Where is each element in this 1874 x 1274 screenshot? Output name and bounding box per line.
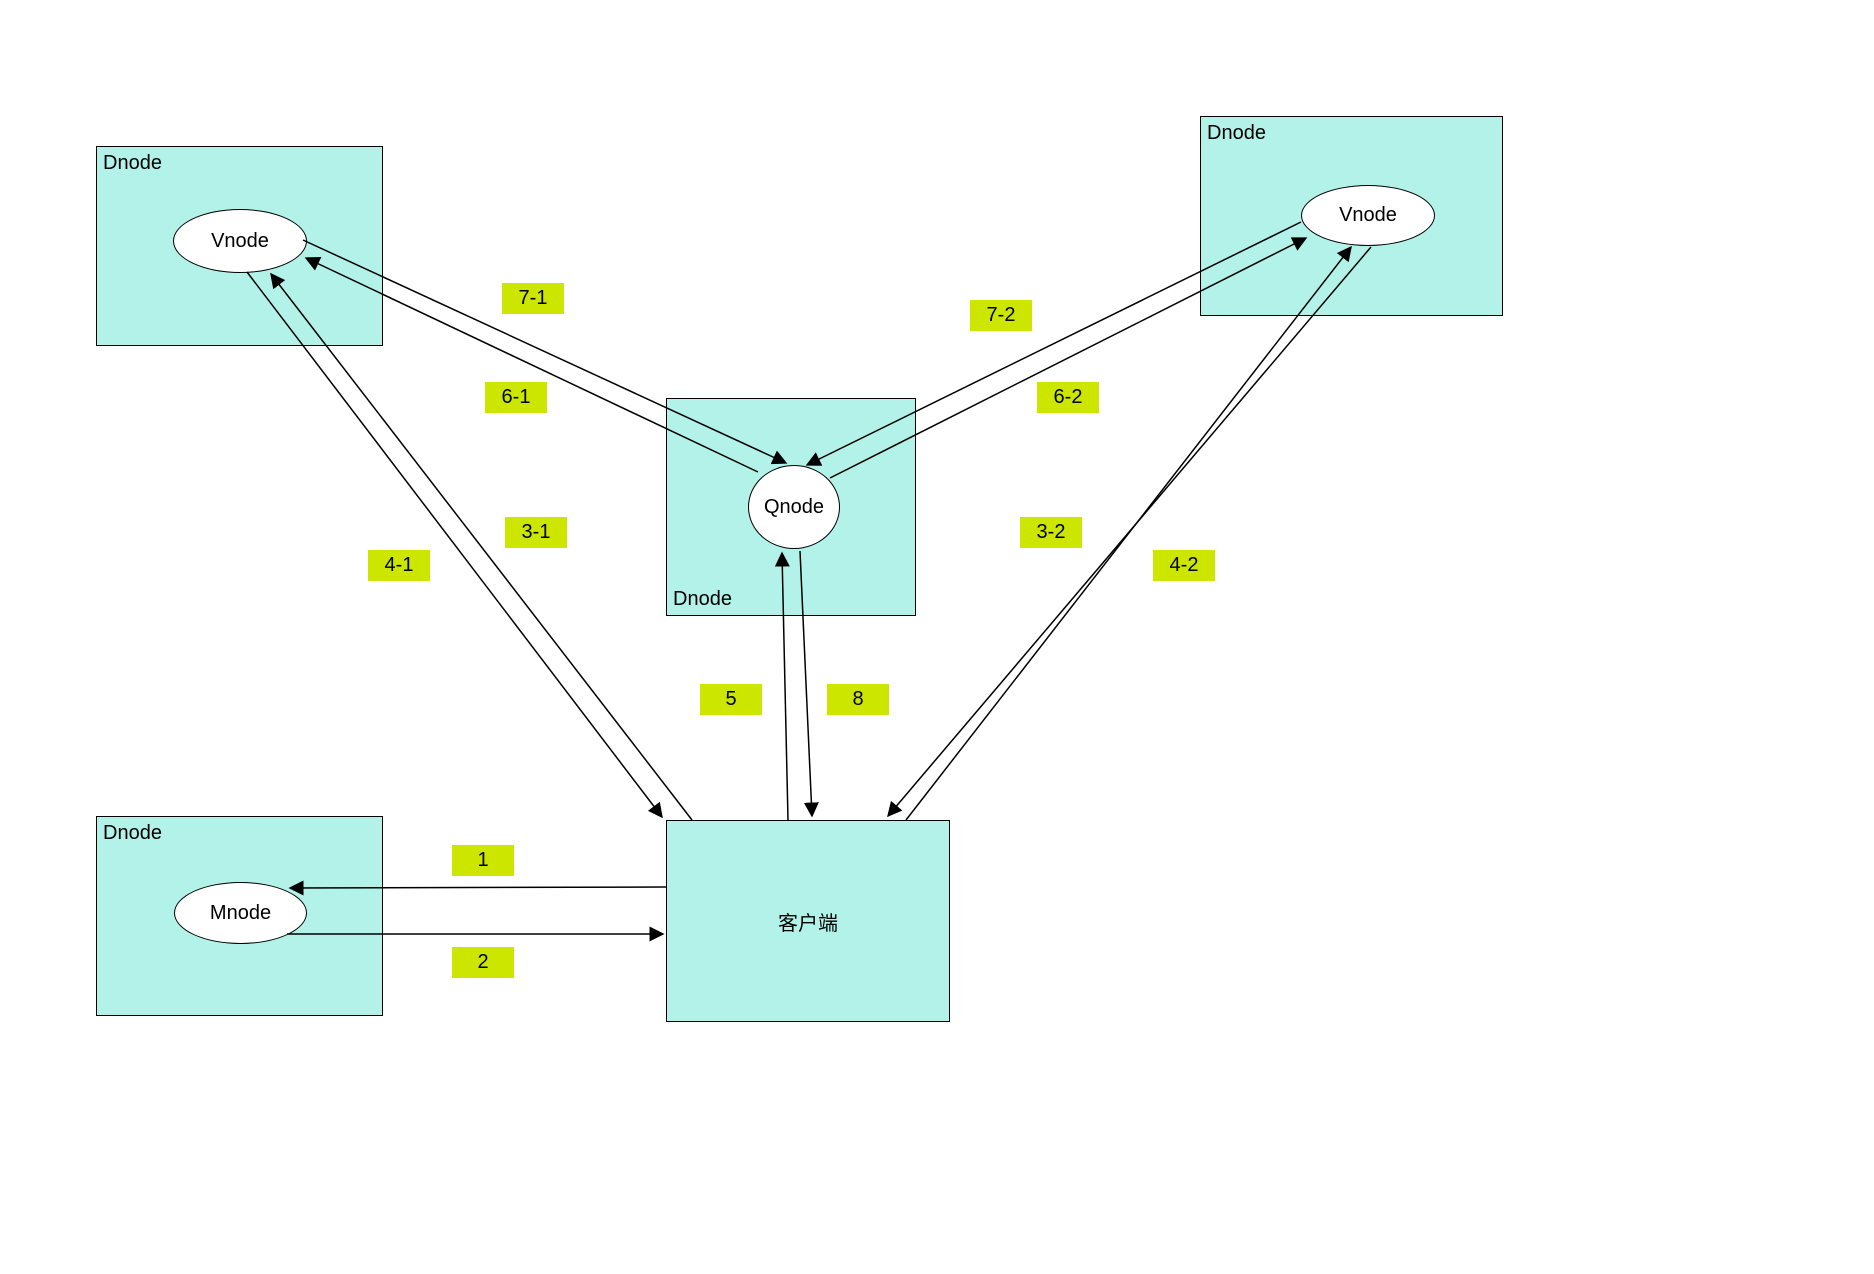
mnode-ellipse: Mnode [174, 882, 307, 944]
mnode-label: Mnode [209, 901, 272, 924]
edge-label-7-1: 7-1 [502, 283, 564, 314]
edge-label-6-2: 6-2 [1037, 382, 1099, 413]
edge-label-6-1: 6-1 [485, 382, 547, 413]
vnode-ellipse-top-right: Vnode [1301, 185, 1435, 246]
client-box: 客户端 [666, 820, 950, 1022]
edge-label-7-2: 7-2 [970, 300, 1032, 331]
edge-label-8: 8 [827, 684, 889, 715]
vnode-ellipse-top-left: Vnode [173, 209, 307, 273]
vnode-top-left-label: Vnode [211, 229, 269, 252]
vnode-top-right-label: Vnode [1339, 204, 1397, 226]
edge-label-4-2: 4-2 [1153, 550, 1215, 581]
edge-label-4-1: 4-1 [368, 550, 430, 581]
arrow-3-1 [270, 272, 693, 821]
qnode-ellipse: Qnode [748, 465, 840, 549]
edge-label-2: 2 [452, 947, 514, 978]
edge-label-3-1: 3-1 [505, 517, 567, 548]
arrow-4-1 [246, 271, 663, 819]
dnode-middle-label: Dnode [673, 588, 732, 610]
edge-label-5: 5 [700, 684, 762, 715]
dnode-box-middle: Dnode Qnode [666, 398, 916, 616]
dnode-top-left-label: Dnode [103, 152, 162, 174]
edge-label-3-2: 3-2 [1020, 517, 1082, 548]
dnode-box-top-right: Dnode Vnode [1200, 116, 1503, 316]
client-label: 客户端 [778, 912, 838, 935]
dnode-bottom-left-label: Dnode [103, 822, 162, 844]
dnode-box-top-left: Dnode Vnode [96, 146, 383, 346]
arrow-4-2 [887, 246, 1372, 818]
arrow-3-2 [905, 245, 1352, 821]
dnode-top-right-label: Dnode [1207, 122, 1266, 144]
dnode-box-bottom-left: Dnode Mnode [96, 816, 383, 1016]
edge-label-1: 1 [452, 845, 514, 876]
qnode-label: Qnode [763, 495, 825, 518]
